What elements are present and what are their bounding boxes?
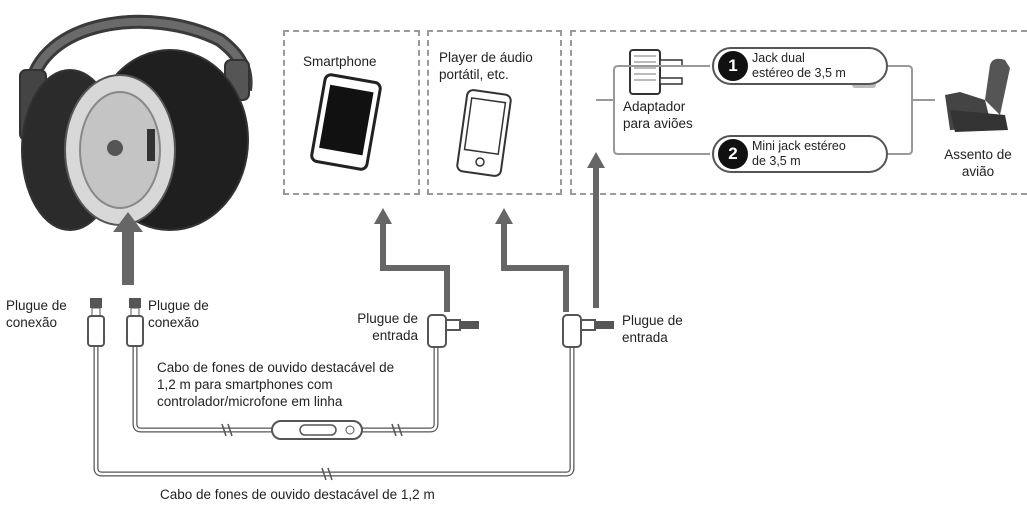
input-plug-right xyxy=(562,314,614,348)
player-box xyxy=(427,30,562,195)
option2-number: 2 xyxy=(718,139,748,169)
connection-plug-left xyxy=(87,298,105,347)
standard-cable-label: Cabo de fones de ouvido destacável de 1,… xyxy=(160,487,435,502)
player-icon xyxy=(456,89,512,177)
smartphone-box xyxy=(283,30,420,195)
adapter-label: Adaptador para aviões xyxy=(623,99,693,131)
headphones-image xyxy=(19,14,253,231)
airplane-adapter-icon xyxy=(629,49,683,95)
smartphone-icon xyxy=(310,73,382,171)
routing-arrows xyxy=(380,165,599,312)
seat-label: Assento de avião xyxy=(944,147,1012,179)
option1-number: 1 xyxy=(718,51,748,81)
inline-controller xyxy=(271,420,363,440)
option1-text: Jack dual estéreo de 3,5 m xyxy=(752,51,846,80)
up-arrow-headphones xyxy=(113,212,143,285)
connection-plug-right xyxy=(126,298,144,347)
airplane-box xyxy=(570,30,1027,195)
input-plug-right-label: Plugue de entrada xyxy=(622,313,683,345)
input-plug-left-label: Plugue de entrada xyxy=(357,311,418,343)
connection-plug-right-label: Plugue de conexão xyxy=(148,298,209,330)
player-label: Player de áudio portátil, etc. xyxy=(439,50,533,82)
smartphone-cable-label: Cabo de fones de ouvido destacável de 1,… xyxy=(157,360,395,409)
smartphone-label: Smartphone xyxy=(303,54,377,69)
input-plug-left xyxy=(427,314,479,348)
option2-text: Mini jack estéreo de 3,5 m xyxy=(752,139,846,168)
airplane-seat-icon xyxy=(945,58,1010,132)
connection-plug-left-label: Plugue de conexão xyxy=(6,298,67,330)
